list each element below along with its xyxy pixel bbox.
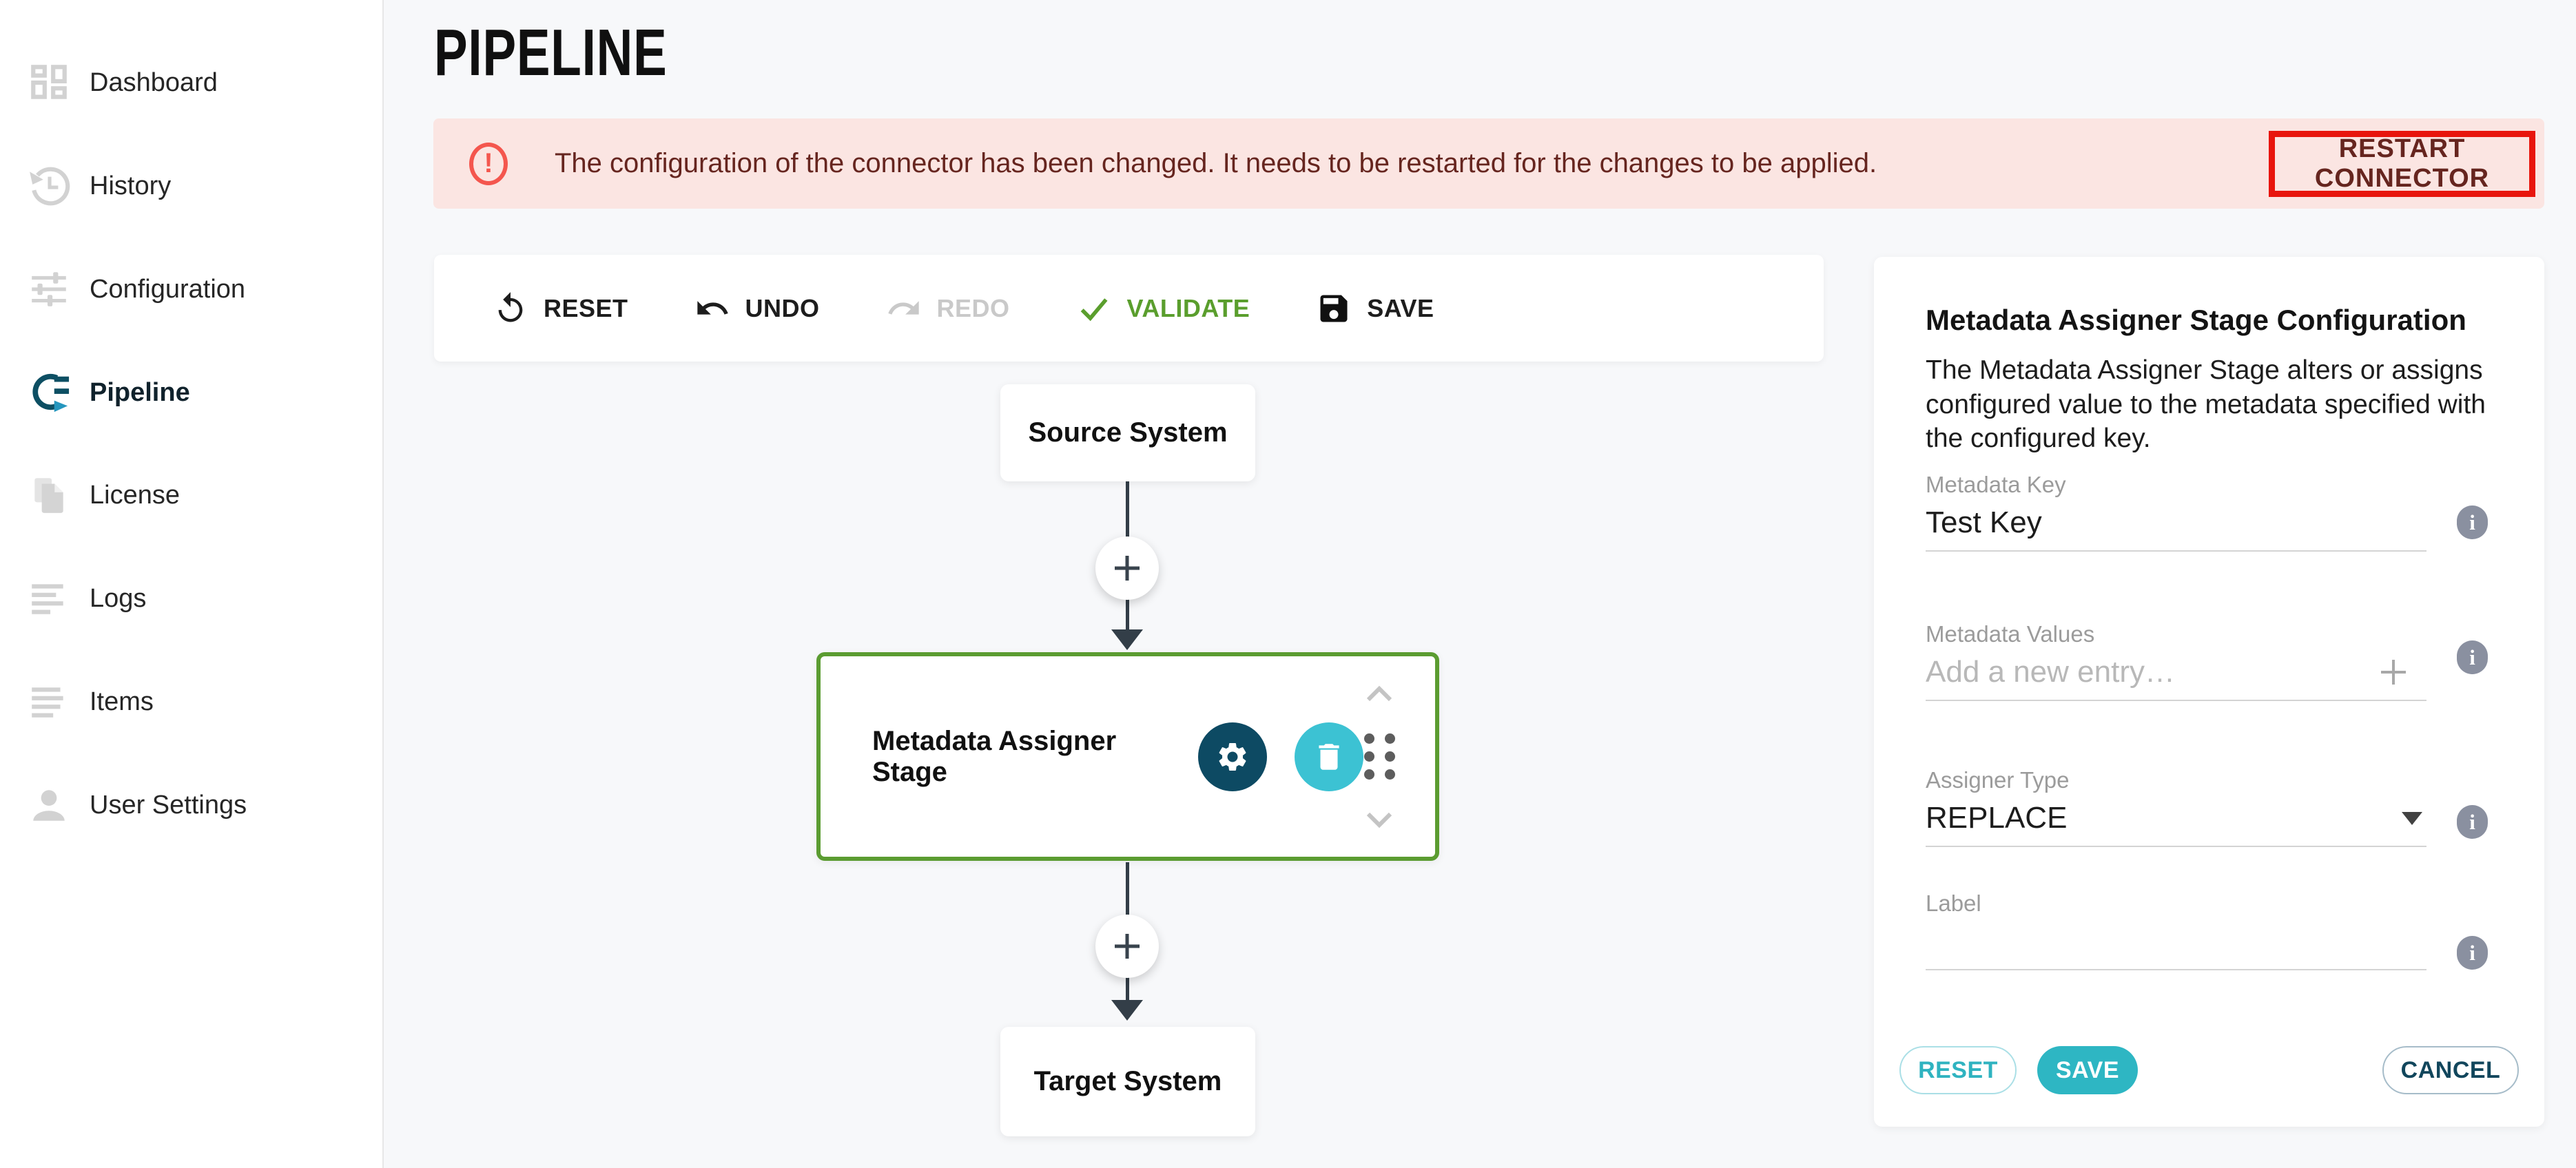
panel-title: Metadata Assigner Stage Configuration (1926, 304, 2466, 336)
sidebar-item-logs[interactable]: Logs (0, 560, 382, 637)
sliders-icon (28, 268, 70, 311)
stage-node-label: Metadata Assigner Stage (872, 725, 1117, 787)
panel-save-button[interactable]: SAVE (2037, 1046, 2138, 1094)
undo-icon (697, 300, 728, 315)
save-label: SAVE (1367, 293, 1434, 322)
alert-icon: ! (469, 142, 508, 185)
sidebar-item-license[interactable]: License (0, 457, 382, 534)
reset-icon (498, 291, 523, 322)
move-down-button[interactable] (1363, 810, 1395, 831)
sidebar-item-history[interactable]: History (0, 147, 382, 225)
validate-button[interactable]: VALIDATE (1076, 291, 1250, 326)
reset-button[interactable]: RESET (493, 291, 628, 326)
sidebar-item-user-settings[interactable]: User Settings (0, 766, 382, 844)
target-system-node[interactable]: Target System (1000, 1027, 1255, 1136)
sidebar-item-label: User Settings (90, 790, 247, 820)
metadata-values-input[interactable] (1926, 655, 2377, 689)
panel-reset-button[interactable]: RESET (1899, 1046, 2017, 1094)
assigner-type-label: Assigner Type (1926, 767, 2070, 793)
redo-button[interactable]: REDO (886, 291, 1010, 326)
pipeline-icon (28, 371, 70, 414)
arrowhead-icon (1111, 629, 1143, 650)
add-stage-button-bottom[interactable] (1095, 915, 1159, 978)
label-field-label: Label (1926, 890, 1981, 916)
validate-label: VALIDATE (1126, 293, 1250, 322)
assigner-type-field: Assigner Type REPLACE (1926, 767, 2426, 847)
metadata-key-label: Metadata Key (1926, 472, 2066, 497)
chevron-up-icon (1366, 685, 1392, 701)
sidebar: Dashboard History Configuration (0, 0, 384, 1168)
arrowhead-icon (1111, 1000, 1143, 1021)
pipeline-toolbar: RESET UNDO REDO VALIDATE SAVE (434, 255, 1824, 362)
redo-icon (887, 300, 919, 315)
source-node-label: Source System (1028, 417, 1228, 448)
plus-icon (2381, 660, 2406, 685)
chevron-down-icon (1366, 812, 1392, 828)
restart-connector-button[interactable]: RESTART CONNECTOR (2269, 131, 2535, 197)
warning-banner: ! The configuration of the connector has… (433, 118, 2544, 209)
sidebar-item-label: Dashboard (90, 67, 218, 97)
sidebar-item-label: Logs (90, 583, 147, 613)
assigner-type-value: REPLACE (1926, 801, 2068, 835)
metadata-values-field: Metadata Values (1926, 621, 2426, 701)
stage-side-controls (1363, 683, 1395, 831)
info-icon[interactable]: i (2457, 505, 2488, 539)
gear-icon (1219, 742, 1246, 771)
info-icon[interactable]: i (2457, 936, 2488, 970)
metadata-values-label: Metadata Values (1926, 621, 2095, 647)
metadata-key-input[interactable] (1926, 505, 2426, 540)
plus-icon (1115, 934, 1140, 959)
dashboard-icon (28, 61, 70, 104)
page-title: PIPELINE (434, 16, 668, 90)
sidebar-item-items[interactable]: Items (0, 663, 382, 740)
sidebar-item-label: Pipeline (90, 377, 190, 407)
drag-handle[interactable] (1363, 733, 1395, 780)
label-input[interactable] (1926, 924, 2426, 959)
add-entry-button[interactable] (2377, 656, 2410, 689)
add-stage-button-top[interactable] (1095, 536, 1159, 600)
sidebar-item-dashboard[interactable]: Dashboard (0, 44, 382, 121)
save-icon (1320, 295, 1348, 322)
undo-label: UNDO (745, 293, 820, 322)
assigner-type-select[interactable]: REPLACE (1926, 801, 2426, 847)
source-system-node[interactable]: Source System (1000, 384, 1255, 481)
stage-delete-button[interactable] (1295, 722, 1363, 791)
metadata-assigner-stage-node: Metadata Assigner Stage (816, 652, 1439, 861)
check-icon (1080, 298, 1108, 321)
list-icon (28, 680, 70, 723)
trash-icon (1319, 743, 1339, 770)
stage-settings-button[interactable] (1198, 722, 1267, 791)
info-icon[interactable]: i (2457, 805, 2488, 839)
sidebar-item-pipeline[interactable]: Pipeline (0, 354, 382, 431)
metadata-key-field: Metadata Key (1926, 472, 2426, 552)
sidebar-item-label: History (90, 171, 172, 200)
panel-description: The Metadata Assigner Stage alters or as… (1926, 355, 2486, 454)
target-node-label: Target System (1033, 1066, 1222, 1096)
label-field: Label (1926, 890, 2426, 970)
redo-label: REDO (936, 293, 1010, 322)
dropdown-caret-icon (2402, 811, 2422, 825)
person-icon (28, 784, 70, 826)
sidebar-item-label: License (90, 480, 180, 510)
save-button[interactable]: SAVE (1316, 291, 1434, 326)
panel-cancel-button[interactable]: CANCEL (2382, 1046, 2519, 1094)
reset-label: RESET (544, 293, 628, 322)
move-up-button[interactable] (1363, 683, 1395, 704)
warning-message: The configuration of the connector has b… (555, 148, 1877, 178)
sidebar-item-configuration[interactable]: Configuration (0, 251, 382, 328)
history-icon (28, 165, 70, 207)
plus-icon (1115, 556, 1140, 581)
undo-button[interactable]: UNDO (694, 291, 820, 326)
lines-icon (28, 577, 70, 620)
stage-config-panel: Metadata Assigner Stage Configuration Th… (1874, 257, 2544, 1127)
info-icon[interactable]: i (2457, 640, 2488, 674)
sidebar-item-label: Configuration (90, 274, 246, 304)
document-icon (28, 474, 70, 517)
sidebar-item-label: Items (90, 687, 154, 716)
